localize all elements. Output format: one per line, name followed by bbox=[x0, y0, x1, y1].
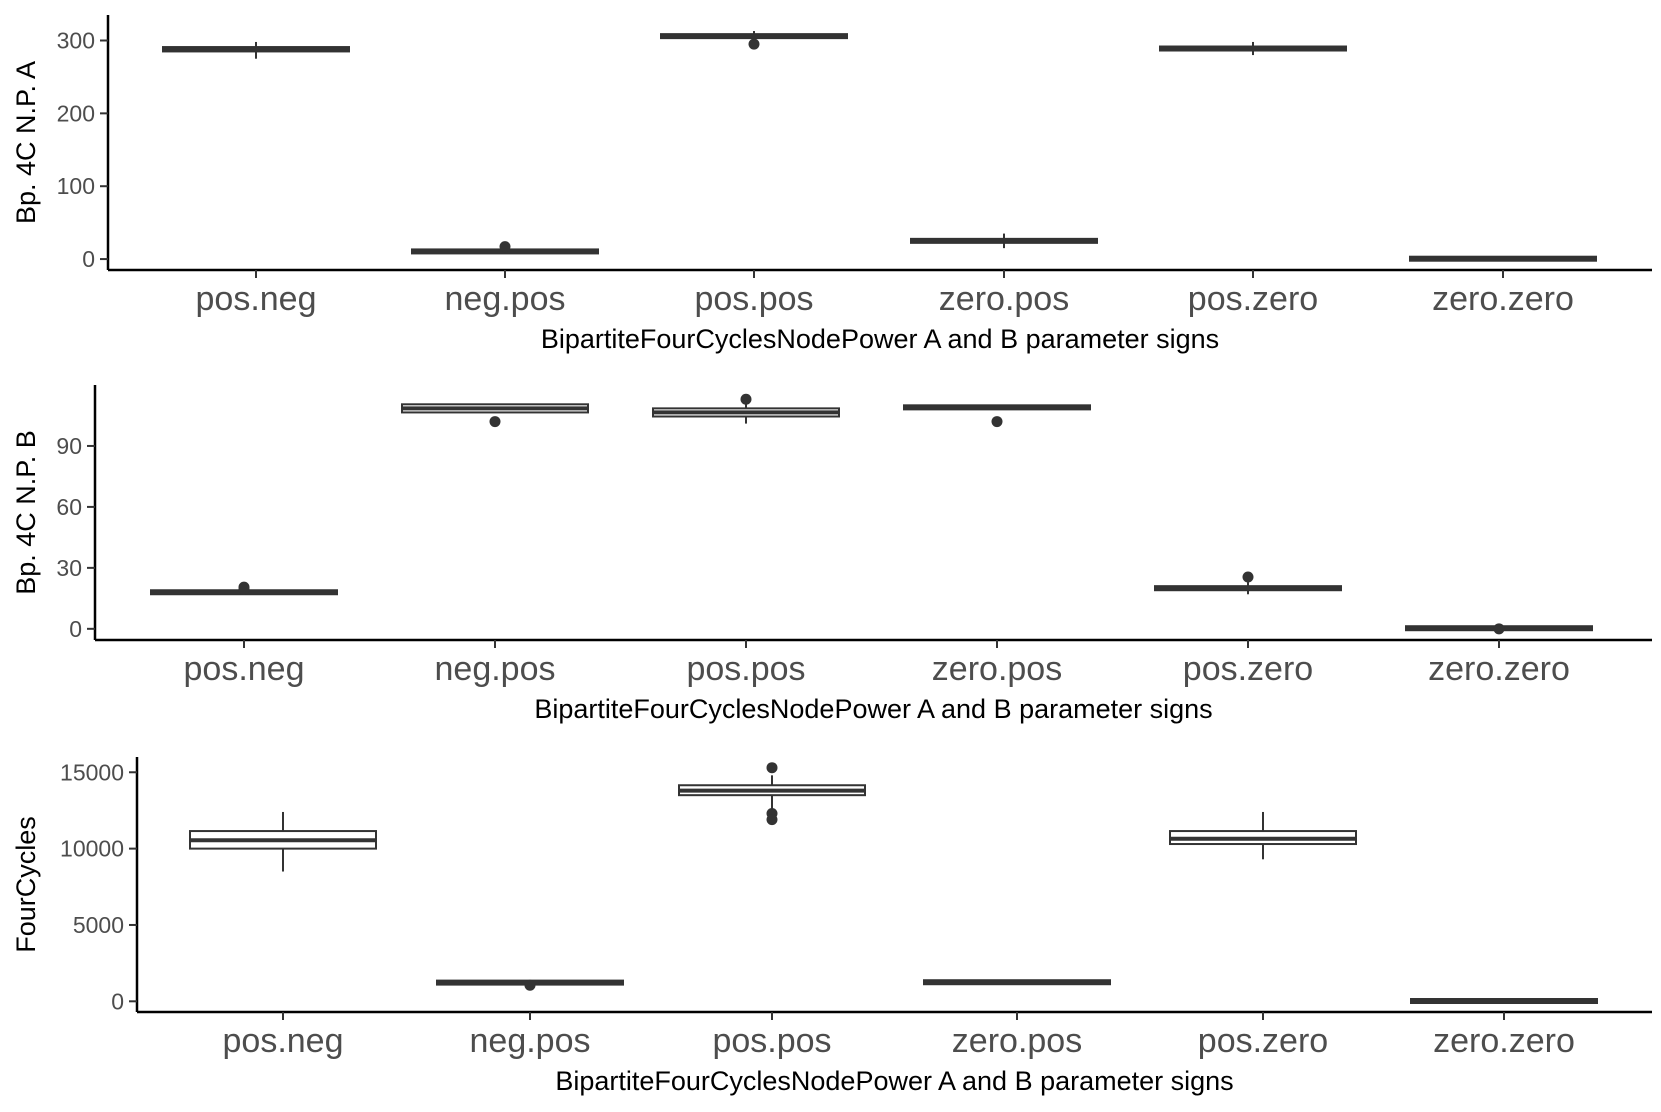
box-pos.pos bbox=[652, 393, 840, 424]
x-tick-label: zero.pos bbox=[932, 650, 1062, 688]
x-tick-label: pos.neg bbox=[223, 1022, 344, 1060]
y-tick-label: 90 bbox=[56, 433, 82, 459]
box-pos.pos bbox=[678, 762, 866, 826]
outlier-point bbox=[1493, 623, 1505, 635]
box-zero.zero bbox=[1409, 255, 1597, 262]
box-neg.pos bbox=[411, 241, 599, 255]
x-tick-label: pos.zero bbox=[1183, 650, 1313, 688]
box-zero.pos bbox=[903, 404, 1091, 428]
box-neg.pos bbox=[401, 403, 589, 428]
x-tick-label: zero.zero bbox=[1428, 650, 1570, 688]
y-tick-label: 0 bbox=[69, 616, 82, 642]
x-tick-label: pos.neg bbox=[184, 650, 305, 688]
box-neg.pos bbox=[436, 979, 624, 991]
outlier-point bbox=[748, 38, 760, 50]
y-tick-label: 200 bbox=[57, 100, 95, 126]
y-tick-label: 100 bbox=[57, 173, 95, 199]
y-tick-label: 10000 bbox=[60, 836, 124, 862]
x-tick-label: neg.pos bbox=[470, 1022, 591, 1060]
x-tick-label: neg.pos bbox=[445, 280, 566, 318]
outlier-point bbox=[991, 416, 1003, 428]
y-tick-label: 30 bbox=[56, 555, 82, 581]
outlier-point bbox=[524, 979, 536, 991]
y-tick-label: 5000 bbox=[73, 912, 124, 938]
outlier-point bbox=[740, 393, 752, 405]
x-tick-label: zero.zero bbox=[1433, 1022, 1575, 1060]
x-tick-label: pos.pos bbox=[694, 280, 813, 318]
x-axis-title: BipartiteFourCyclesNodePower A and B par… bbox=[555, 1066, 1233, 1096]
y-axis-title: Bp. 4C N.P. B bbox=[11, 430, 41, 595]
x-tick-label: pos.pos bbox=[712, 1022, 831, 1060]
y-tick-label: 0 bbox=[82, 246, 95, 272]
box-pos.zero bbox=[1154, 571, 1342, 595]
box-pos.neg bbox=[162, 41, 350, 59]
y-tick-label: 60 bbox=[56, 494, 82, 520]
box-zero.pos bbox=[910, 233, 1098, 249]
x-tick-label: zero.zero bbox=[1432, 280, 1574, 318]
y-axis-title: Bp. 4C N.P. A bbox=[11, 61, 41, 224]
x-tick-label: pos.neg bbox=[196, 280, 317, 318]
outlier-point bbox=[489, 416, 501, 428]
box-zero.zero bbox=[1405, 623, 1593, 635]
box-zero.zero bbox=[1410, 998, 1598, 1005]
y-tick-label: 0 bbox=[111, 988, 124, 1014]
box-pos.zero bbox=[1159, 41, 1347, 56]
box-pos.neg bbox=[189, 811, 377, 872]
y-tick-label: 300 bbox=[57, 28, 95, 54]
x-tick-label: zero.pos bbox=[952, 1022, 1082, 1060]
x-tick-label: neg.pos bbox=[435, 650, 556, 688]
outlier-point bbox=[1242, 571, 1254, 583]
y-axis-title: FourCycles bbox=[11, 816, 41, 953]
box-zero.pos bbox=[923, 979, 1111, 986]
outlier-point bbox=[238, 583, 250, 595]
x-tick-label: pos.zero bbox=[1198, 1022, 1328, 1060]
panel-2: 0 30 60 90 Bp. 4C N.P. B pos.neg neg.pos pos.po… bbox=[11, 385, 1652, 724]
outlier-point bbox=[499, 241, 511, 253]
box-pos.zero bbox=[1169, 811, 1357, 860]
x-axis-title: BipartiteFourCyclesNodePower A and B par… bbox=[541, 324, 1219, 354]
x-axis-title: BipartiteFourCyclesNodePower A and B par… bbox=[534, 694, 1212, 724]
x-tick-label: pos.zero bbox=[1188, 280, 1318, 318]
y-tick-label: 15000 bbox=[60, 759, 124, 785]
outlier-point bbox=[766, 814, 778, 826]
box-pos.neg bbox=[150, 581, 338, 596]
outlier-point bbox=[766, 762, 778, 774]
x-tick-label: pos.pos bbox=[686, 650, 805, 688]
x-tick-label: zero.pos bbox=[939, 280, 1069, 318]
box-pos.pos bbox=[660, 31, 848, 50]
